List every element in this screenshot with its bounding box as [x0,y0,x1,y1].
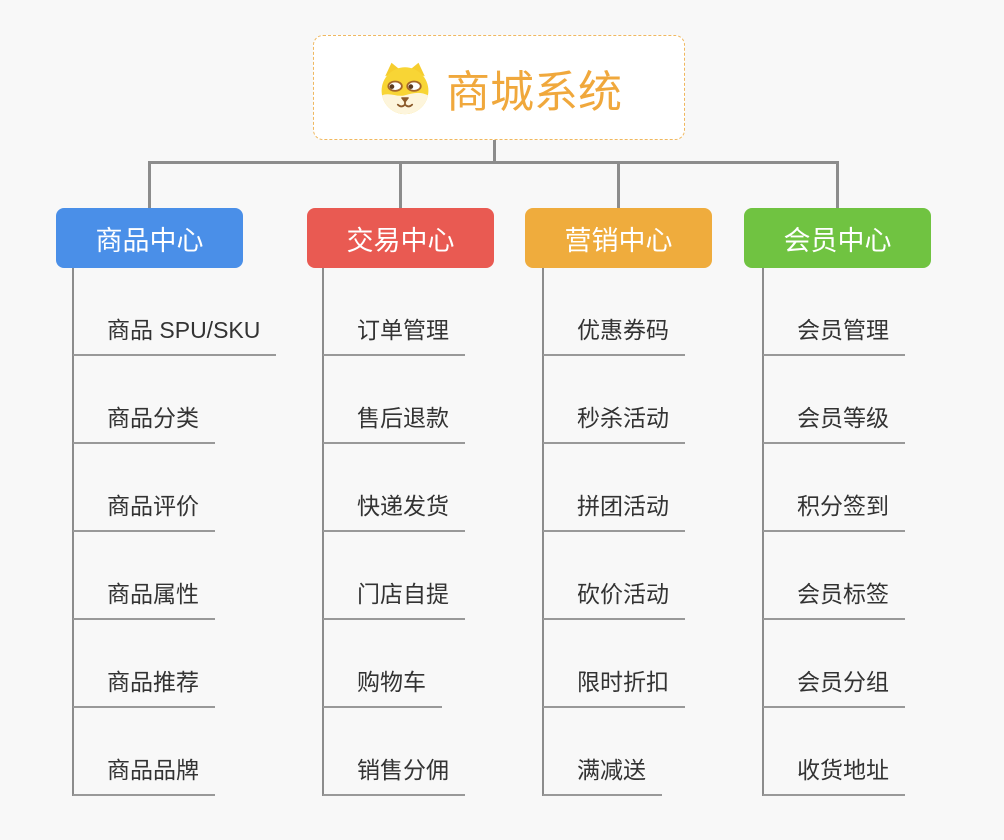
leaf-node: 商品 SPU/SKU [73,268,277,356]
leaf-label[interactable]: 优惠券码 [543,311,685,356]
branch-children-trade-center: 订单管理 售后退款 快递发货 门店自提 购物车 销售分佣 [323,268,465,796]
connector-branch-drop-2 [399,161,402,209]
connector-branch-drop-3 [617,161,620,209]
leaf-label[interactable]: 快递发货 [323,487,465,532]
leaf-label[interactable]: 购物车 [323,663,442,708]
leaf-label[interactable]: 收货地址 [763,751,905,796]
leaf-label[interactable]: 售后退款 [323,399,465,444]
leaf-node: 商品属性 [73,532,276,620]
leaf-node: 销售分佣 [323,708,465,796]
leaf-label[interactable]: 商品推荐 [73,663,215,708]
branch-node-marketing-center[interactable]: 营销中心 [525,208,712,268]
connector-children-1 [72,268,74,796]
connector-children-2 [322,268,324,796]
leaf-node: 砍价活动 [543,532,685,620]
leaf-label[interactable]: 砍价活动 [543,575,685,620]
leaf-node: 商品评价 [73,444,276,532]
branch-children-member-center: 会员管理 会员等级 积分签到 会员标签 会员分组 收货地址 [763,268,905,796]
leaf-node: 商品推荐 [73,620,276,708]
leaf-node: 收货地址 [763,708,905,796]
branch-label: 商品中心 [95,225,204,256]
connector-branch-drop-1 [148,161,151,209]
leaf-label[interactable]: 秒杀活动 [543,399,685,444]
leaf-node: 门店自提 [323,532,465,620]
leaf-label[interactable]: 商品分类 [73,399,215,444]
connector-children-4 [762,268,764,796]
leaf-node: 会员管理 [763,268,905,356]
branch-node-member-center[interactable]: 会员中心 [744,208,931,268]
dog-face-icon [376,61,434,115]
connector-branch-drop-4 [836,161,839,209]
leaf-node: 会员标签 [763,532,905,620]
connector-root-drop [493,139,496,163]
leaf-label[interactable]: 限时折扣 [543,663,685,708]
leaf-node: 订单管理 [323,268,465,356]
branch-node-trade-center[interactable]: 交易中心 [307,208,494,268]
leaf-label[interactable]: 商品 SPU/SKU [73,311,277,356]
leaf-label[interactable]: 满减送 [543,751,662,796]
leaf-label[interactable]: 商品品牌 [73,751,215,796]
leaf-node: 积分签到 [763,444,905,532]
leaf-node: 快递发货 [323,444,465,532]
leaf-node: 购物车 [323,620,465,708]
root-label: 商城系统 [446,67,622,117]
leaf-node: 会员分组 [763,620,905,708]
leaf-label[interactable]: 门店自提 [323,575,465,620]
leaf-label[interactable]: 会员管理 [763,311,905,356]
leaf-label[interactable]: 商品属性 [73,575,215,620]
leaf-label[interactable]: 积分签到 [763,487,905,532]
leaf-label[interactable]: 会员标签 [763,575,905,620]
leaf-label[interactable]: 拼团活动 [543,487,685,532]
branch-node-product-center[interactable]: 商品中心 [56,208,243,268]
leaf-node: 售后退款 [323,356,465,444]
leaf-node: 会员等级 [763,356,905,444]
connector-horizontal [148,161,839,164]
leaf-node: 拼团活动 [543,444,685,532]
branch-label: 交易中心 [346,225,455,256]
connector-children-3 [542,268,544,796]
leaf-label[interactable]: 会员等级 [763,399,905,444]
leaf-node: 限时折扣 [543,620,685,708]
root-node[interactable]: 商城系统 [313,35,685,140]
leaf-node: 商品品牌 [73,708,276,796]
branch-label: 会员中心 [783,225,892,256]
leaf-label[interactable]: 商品评价 [73,487,215,532]
leaf-node: 优惠券码 [543,268,685,356]
branch-children-marketing-center: 优惠券码 秒杀活动 拼团活动 砍价活动 限时折扣 满减送 [543,268,685,796]
branch-children-product-center: 商品 SPU/SKU 商品分类 商品评价 商品属性 商品推荐 商品品牌 [73,268,277,796]
leaf-label[interactable]: 会员分组 [763,663,905,708]
leaf-label[interactable]: 销售分佣 [323,751,465,796]
leaf-label[interactable]: 订单管理 [323,311,465,356]
leaf-node: 秒杀活动 [543,356,685,444]
leaf-node: 商品分类 [73,356,276,444]
leaf-node: 满减送 [543,708,685,796]
branch-label: 营销中心 [564,225,673,256]
